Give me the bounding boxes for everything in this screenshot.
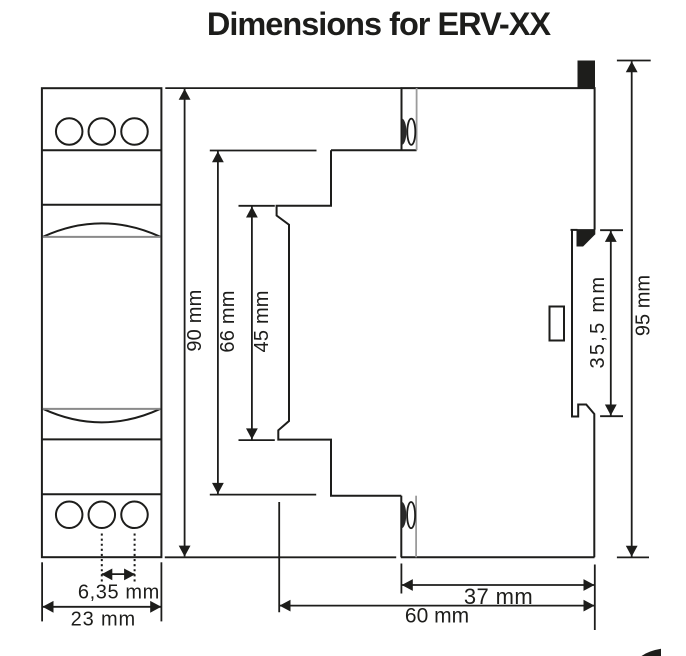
svg-text:45 mm: 45 mm xyxy=(251,290,273,352)
svg-text:35,5 mm: 35,5 mm xyxy=(587,275,609,369)
svg-text:Dimensions for ERV-XX: Dimensions for ERV-XX xyxy=(207,6,552,42)
svg-text:60 mm: 60 mm xyxy=(405,605,469,628)
svg-text:95 mm: 95 mm xyxy=(632,275,654,336)
svg-text:66 mm: 66 mm xyxy=(217,290,239,352)
svg-text:90 mm: 90 mm xyxy=(184,290,206,352)
svg-text:37 mm: 37 mm xyxy=(464,584,533,609)
svg-text:6,35 mm: 6,35 mm xyxy=(78,582,160,604)
svg-text:23 mm: 23 mm xyxy=(71,608,136,630)
